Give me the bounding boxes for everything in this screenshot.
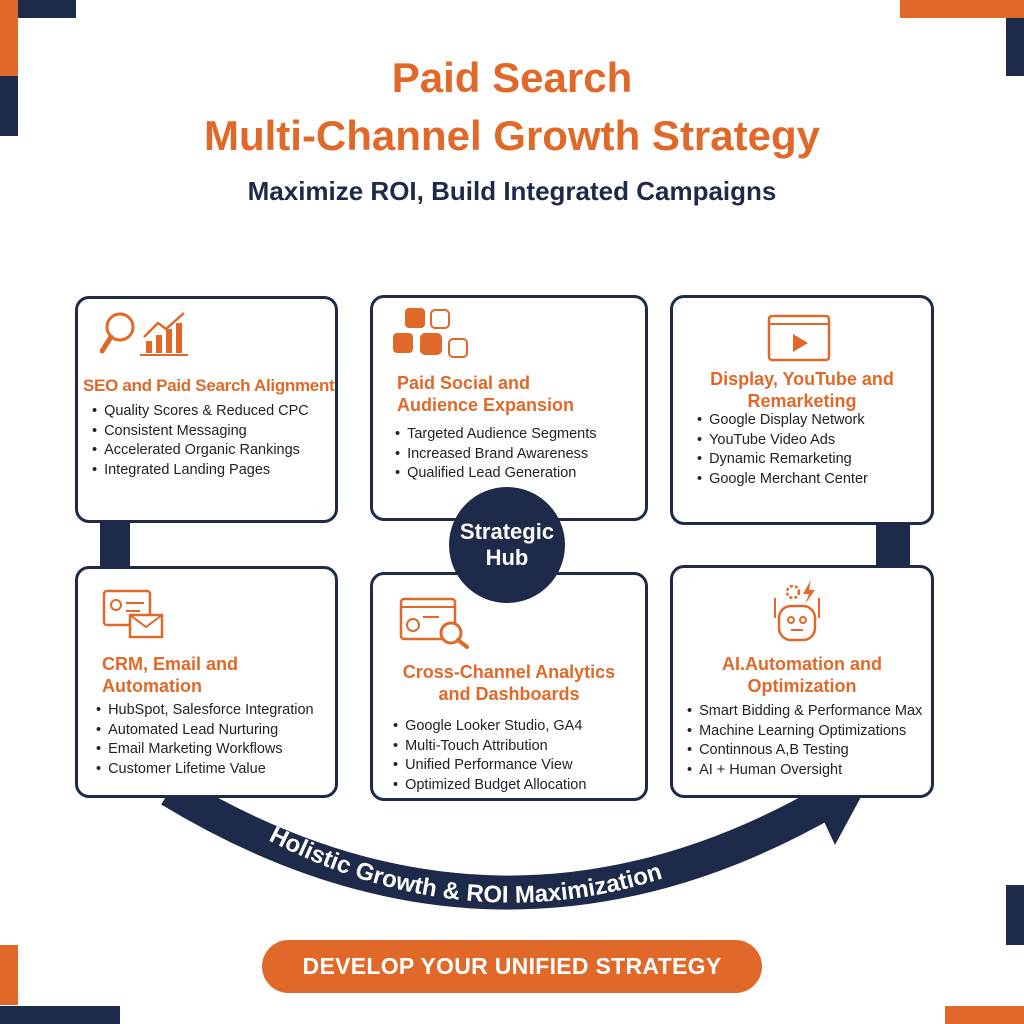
list-item: Machine Learning Optimizations (687, 722, 922, 742)
list-item: Accelerated Organic Rankings (92, 441, 309, 461)
list-item: Automated Lead Nurturing (96, 721, 314, 741)
analytics-dashboard-icon (399, 597, 469, 649)
list-item: Optimized Budget Allocation (393, 776, 586, 796)
list-item: Google Looker Studio, GA4 (393, 717, 586, 737)
card-list: Targeted Audience Segments Increased Bra… (395, 425, 597, 484)
develop-strategy-button[interactable]: DEVELOP YOUR UNIFIED STRATEGY (262, 940, 762, 993)
page-subtitle: Maximize ROI, Build Integrated Campaigns (247, 176, 777, 206)
video-play-icon (767, 314, 831, 362)
list-item: Smart Bidding & Performance Max (687, 702, 922, 722)
list-item: AI + Human Oversight (687, 761, 922, 781)
list-item: Google Display Network (697, 411, 868, 431)
card-list: Smart Bidding & Performance Max Machine … (687, 702, 922, 780)
list-item: Targeted Audience Segments (395, 425, 596, 445)
corner-accent (900, 0, 1024, 18)
card-list: HubSpot, Salesforce Integration Automate… (96, 701, 314, 779)
corner-accent (1006, 885, 1024, 945)
card-list: Google Looker Studio, GA4 Multi-Touch At… (393, 717, 586, 795)
list-item: Quality Scores & Reduced CPC (92, 402, 309, 422)
list-item: Continnous A,B Testing (687, 741, 922, 761)
list-item: Multi-Touch Attribution (393, 737, 586, 757)
corner-accent (0, 945, 18, 1005)
corner-accent (18, 0, 76, 18)
card-seo-paid-search: SEO and Paid Search Alignment Quality Sc… (75, 296, 338, 523)
corner-accent (1006, 18, 1024, 76)
list-item: Customer Lifetime Value (96, 760, 314, 780)
social-media-icon (393, 308, 468, 358)
card-title: SEO and Paid Search Alignment (83, 376, 335, 395)
list-item: Qualified Lead Generation (395, 464, 597, 484)
card-list: Google Display Network YouTube Video Ads… (697, 411, 868, 489)
list-item: Email Marketing Workflows (96, 740, 314, 760)
list-item: YouTube Video Ads (697, 431, 868, 451)
list-item: Dynamic Remarketing (697, 450, 868, 470)
page-title-line2: Multi-Channel Growth Strategy (203, 112, 820, 159)
corner-accent (0, 0, 18, 76)
corner-accent (0, 1006, 120, 1024)
connector-left (100, 515, 130, 575)
list-item: Increased Brand Awareness (395, 445, 597, 465)
arc-band (161, 775, 839, 910)
list-item: Integrated Landing Pages (92, 461, 309, 481)
contact-email-icon (102, 589, 164, 639)
list-item: Consistent Messaging (92, 422, 309, 442)
corner-accent (945, 1006, 1024, 1024)
page-title-line1: Paid Search (391, 54, 633, 101)
magnifier-chart-icon (100, 312, 188, 356)
robot-icon (774, 580, 820, 642)
list-item: HubSpot, Salesforce Integration (96, 701, 314, 721)
arc-label: Holistic Growth & ROI Maximization (265, 821, 665, 908)
corner-accent (0, 76, 18, 136)
card-list: Quality Scores & Reduced CPC Consistent … (92, 402, 309, 480)
list-item: Google Merchant Center (697, 470, 868, 490)
list-item: Unified Performance View (393, 756, 586, 776)
